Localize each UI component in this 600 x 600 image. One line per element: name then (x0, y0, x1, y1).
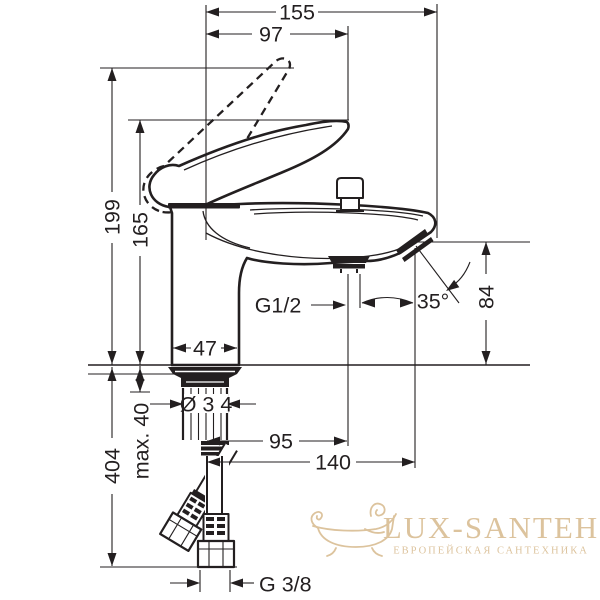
dimension-lines (107, 7, 491, 588)
outlet-angle-line (415, 245, 460, 304)
dim-shank-diameter-label: Ø 3 4 (180, 393, 233, 417)
dim-hose-offset-far-label: 140 (315, 451, 351, 475)
handle-body-joint-bar (168, 203, 240, 209)
dim-hose-offset-near-label: 95 (269, 430, 293, 454)
handle-outline (148, 119, 350, 209)
handle-raised-dashed-outline (142, 57, 292, 214)
dim-body-depth-label: 47 (193, 337, 217, 361)
handshower-outlet (328, 256, 370, 273)
faucet-drawing (142, 57, 437, 569)
dim-outlet-angle-label: 35° (417, 290, 450, 314)
spout-top-highlight-2 (253, 211, 419, 221)
body-inner-curve (202, 210, 251, 249)
dim-height-open-label: 199 (101, 199, 125, 235)
watermark-tagline: ЕВРОПЕЙСКАЯ САНТЕХНИКА (393, 544, 589, 556)
watermark: LUX-SANTEH ЕВРОПЕЙСКАЯ САНТЕХНИКА (310, 502, 599, 557)
dim-under-depth-label: 404 (101, 448, 125, 484)
extension-lines (88, 4, 530, 592)
diverter-knob (336, 177, 364, 212)
dim-height-closed-label: 165 (129, 212, 153, 248)
handle-accent-line (183, 125, 333, 171)
bathtub-logo-icon (310, 502, 397, 557)
watermark-brand: LUX-SANTEH (383, 510, 599, 545)
dim-outlet-thread-label: G1/2 (255, 294, 302, 318)
supply-hose-straight (196, 456, 236, 569)
dim-spout-reach-label: 155 (279, 1, 315, 25)
shank-diameter-label-bg (184, 394, 228, 413)
dimension-labels: 155 97 199 165 404 max. 40 84 35° G1/2 4… (101, 1, 499, 597)
dim-hose-thread-label: G 3/8 (259, 573, 312, 597)
escutcheon (168, 367, 242, 387)
dim-max-mounting-label: max. 40 (130, 403, 154, 480)
dim-outlet-height-label: 84 (475, 285, 499, 309)
spout-outlet-bars (396, 229, 434, 262)
dim-handle-reach-label: 97 (259, 23, 283, 47)
